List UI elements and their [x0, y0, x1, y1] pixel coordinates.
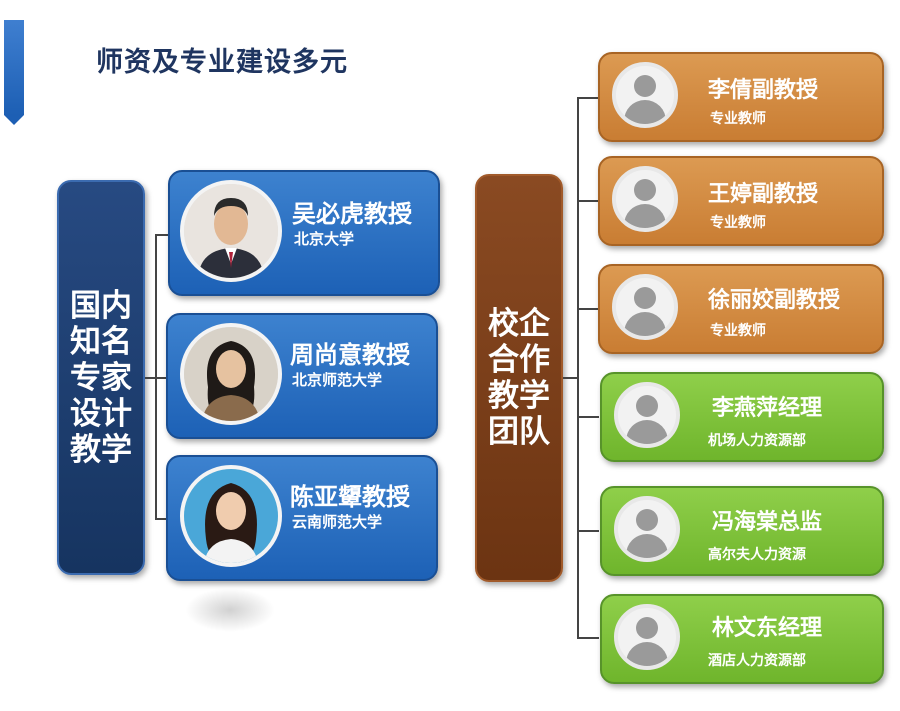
- group-label-experts: 国内知名专家设计教学: [57, 180, 145, 575]
- expert-org: 北京大学: [294, 230, 355, 248]
- title-accent-bar: [4, 20, 24, 125]
- connector-line: [563, 377, 579, 379]
- enterprise-card: 李燕萍经理 机场人力资源部: [600, 372, 884, 462]
- enterprise-card: 林文东经理 酒店人力资源部: [600, 594, 884, 684]
- group-label-team-text: 校企合作教学团队: [488, 306, 550, 450]
- connector-line: [577, 637, 599, 639]
- teacher-name: 李倩副教授: [708, 78, 819, 103]
- enterprise-org: 机场人力资源部: [708, 433, 806, 449]
- portrait-man-icon: [180, 180, 282, 282]
- expert-name: 陈亚顰教授: [290, 483, 410, 511]
- connector-line: [145, 377, 157, 379]
- expert-org: 北京师范大学: [292, 371, 383, 389]
- avatar-placeholder-icon: [614, 496, 680, 562]
- connector-line: [155, 518, 169, 520]
- expert-org: 云南师范大学: [292, 513, 383, 531]
- group-label-experts-text: 国内知名专家设计教学: [70, 287, 132, 468]
- connector-line: [155, 234, 157, 519]
- teacher-name: 徐丽姣副教授: [708, 288, 841, 313]
- expert-card: 周尚意教授 北京师范大学: [166, 313, 438, 439]
- teacher-card: 徐丽姣副教授 专业教师: [598, 264, 884, 354]
- enterprise-org: 酒店人力资源部: [708, 653, 806, 669]
- connector-line: [577, 530, 599, 532]
- group-label-team: 校企合作教学团队: [475, 174, 563, 582]
- enterprise-org: 高尔夫人力资源: [708, 547, 806, 563]
- enterprise-name: 冯海棠总监: [712, 510, 823, 535]
- connector-line: [577, 416, 599, 418]
- connector-line: [577, 97, 599, 99]
- avatar-placeholder-icon: [614, 382, 680, 448]
- enterprise-name: 林文东经理: [712, 616, 823, 641]
- expert-name: 周尚意教授: [290, 341, 410, 369]
- avatar-placeholder-icon: [614, 604, 680, 670]
- decorative-shadow: [185, 588, 275, 632]
- teacher-name: 王婷副教授: [708, 182, 819, 207]
- enterprise-name: 李燕萍经理: [712, 396, 823, 421]
- teacher-card: 李倩副教授 专业教师: [598, 52, 884, 142]
- connector-line: [577, 200, 599, 202]
- teacher-role: 专业教师: [710, 111, 766, 127]
- page-title: 师资及专业建设多元: [96, 47, 348, 78]
- connector-line: [155, 377, 169, 379]
- connector-line: [577, 97, 579, 638]
- enterprise-card: 冯海棠总监 高尔夫人力资源: [600, 486, 884, 576]
- avatar-placeholder-icon: [612, 166, 678, 232]
- expert-name: 吴必虎教授: [292, 200, 412, 228]
- avatar-placeholder-icon: [612, 274, 678, 340]
- connector-line: [155, 234, 169, 236]
- teacher-role: 专业教师: [710, 215, 766, 231]
- teacher-role: 专业教师: [710, 323, 766, 339]
- portrait-woman-icon: [180, 323, 282, 425]
- teacher-card: 王婷副教授 专业教师: [598, 156, 884, 246]
- expert-card: 陈亚顰教授 云南师范大学: [166, 455, 438, 581]
- avatar-placeholder-icon: [612, 62, 678, 128]
- portrait-woman-icon: [180, 465, 282, 567]
- expert-card: 吴必虎教授 北京大学: [168, 170, 440, 296]
- connector-line: [577, 308, 599, 310]
